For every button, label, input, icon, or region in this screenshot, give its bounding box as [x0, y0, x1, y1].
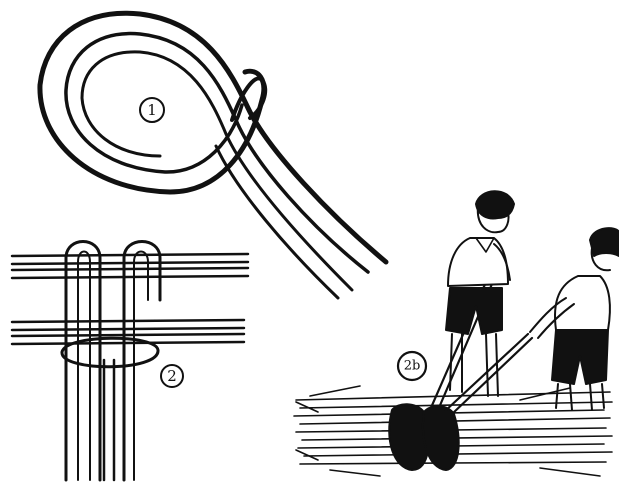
- panel-2b-label: 2b: [404, 359, 421, 374]
- rope-loop-inner: [66, 34, 368, 272]
- hanging-ends: [104, 360, 114, 480]
- panel-2-label: 2: [167, 367, 177, 385]
- rope-loop-outer: [40, 13, 386, 262]
- panel-1-label: 1: [147, 101, 157, 119]
- person-2: [530, 228, 619, 410]
- binding-right: [423, 406, 459, 470]
- lower-bar: [12, 320, 244, 344]
- panel-2-hitch: 2: [12, 242, 248, 481]
- panel-2b-bundle: 2b: [294, 191, 619, 476]
- upper-bar: [12, 254, 248, 278]
